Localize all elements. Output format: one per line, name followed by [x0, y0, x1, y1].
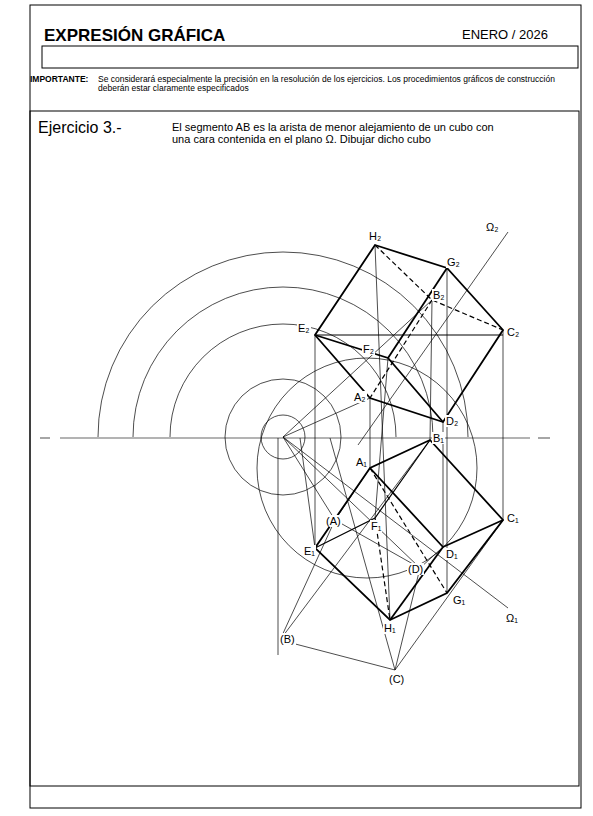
point-label: H₂: [368, 230, 382, 242]
hidden-edges: [370, 245, 503, 620]
point-label: B₂: [432, 289, 446, 301]
point-label: F₁: [370, 520, 382, 532]
rabatment-label: (C): [388, 673, 405, 685]
page-frame: [30, 5, 581, 808]
point-label: C₁: [506, 512, 520, 524]
note-heading: IMPORTANTE:: [30, 75, 88, 84]
date-label: ENERO / 2026: [462, 28, 548, 42]
note-text: Se considerará especialmente la precisió…: [98, 75, 568, 94]
point-label: A₁: [355, 456, 368, 468]
point-label: F₂: [362, 343, 375, 355]
point-label: C₂: [506, 326, 520, 338]
cube-edges: [315, 245, 503, 620]
point-label: D₁: [445, 548, 459, 560]
trace-label: Ω₂: [485, 221, 500, 233]
point-label: B₁: [432, 432, 445, 444]
point-label: G₁: [452, 594, 466, 606]
page-title: EXPRESIÓN GRÁFICA: [44, 27, 225, 46]
exercise-frame: [30, 111, 579, 786]
rabatment-label: (D): [407, 563, 424, 575]
rabatment-label: (B): [279, 633, 296, 645]
point-label: G₂: [446, 256, 461, 268]
point-label: A₂: [353, 391, 367, 403]
point-label: E₂: [297, 322, 311, 334]
construction-lines: [40, 232, 550, 670]
point-label: H₁: [383, 622, 397, 634]
name-box: [42, 46, 578, 68]
exercise-number: Ejercicio 3.-: [38, 119, 122, 137]
point-label: E₁: [303, 545, 316, 557]
trace-label: Ω₁: [505, 612, 519, 624]
point-label: D₂: [445, 415, 459, 427]
rabatment-label: (A): [325, 515, 342, 527]
exercise-statement: El segmento AB es la arista de menor ale…: [172, 121, 512, 145]
